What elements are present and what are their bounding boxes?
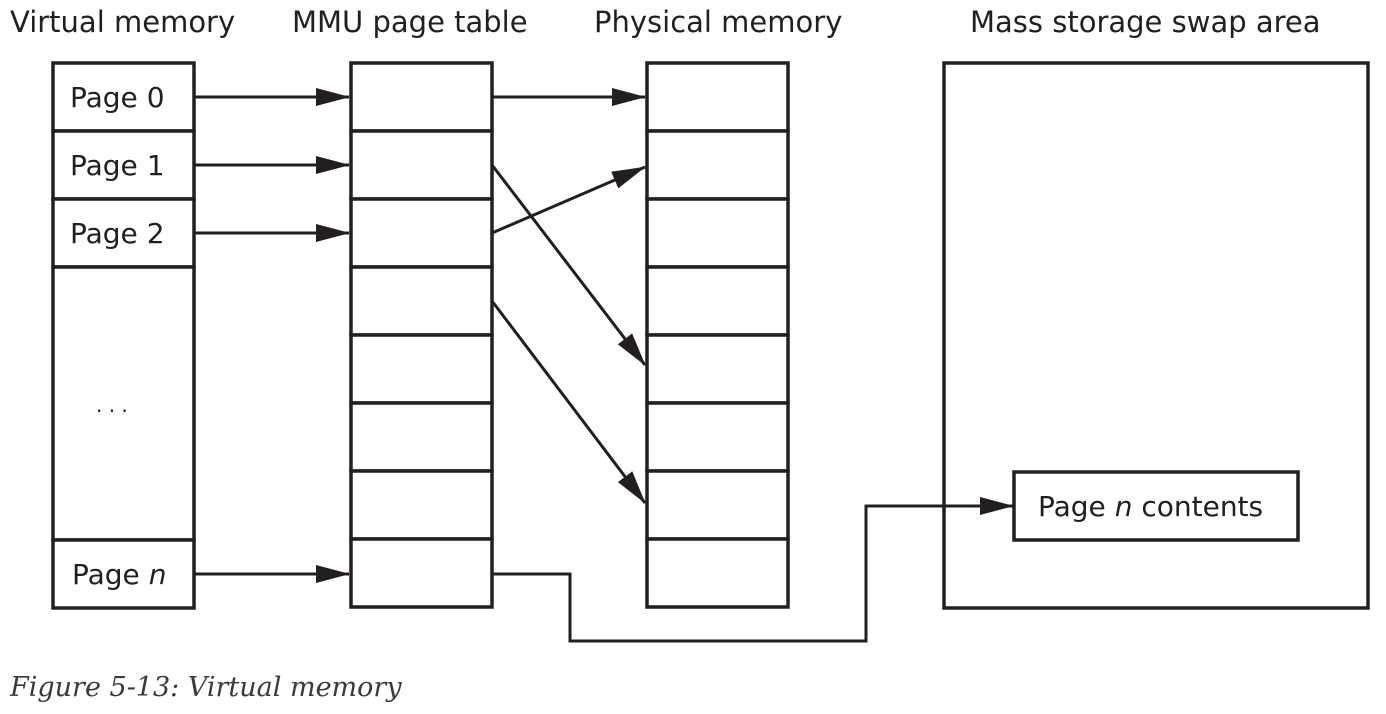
mmu-entry-3	[349, 265, 494, 337]
physical-frame-7	[645, 537, 790, 609]
arrow-mmu1-to-frame4	[490, 164, 647, 366]
mmu-page-table-header: MMU page table	[292, 5, 528, 39]
arrow-mmu3-to-frame6	[490, 300, 647, 504]
mmu-entry-4	[349, 333, 494, 405]
physical-frame-2	[645, 197, 790, 269]
physical-memory-column	[645, 61, 790, 609]
virtual-ellipsis: . . .	[96, 393, 128, 417]
mmu-entry-7	[349, 537, 494, 609]
arrow-mmu7-to-swap-page-n	[492, 497, 1014, 643]
swap-page-n-box	[1012, 470, 1300, 542]
mmu-entry-6	[349, 469, 494, 541]
virtual-page-2-label: Page 2	[70, 217, 165, 250]
physical-memory-header: Physical memory	[594, 5, 842, 39]
mmu-entry-0	[349, 61, 494, 133]
mmu-entry-1	[349, 129, 494, 201]
physical-frame-1	[645, 129, 790, 201]
virtual-page-n-label: Page n	[72, 558, 166, 591]
virtual-memory-column: Page 0 Page 1 Page 2 . . . Page n	[51, 61, 196, 610]
swap-page-n-label: Page n contents	[1038, 490, 1263, 523]
physical-frame-5	[645, 401, 790, 473]
mmu-page-table-column	[349, 61, 494, 609]
virtual-page-1-label: Page 1	[70, 149, 165, 182]
physical-frame-6	[645, 469, 790, 541]
figure-caption: Figure 5-13: Virtual memory	[10, 672, 402, 703]
physical-frame-4	[645, 333, 790, 405]
swap-area-header: Mass storage swap area	[970, 5, 1321, 39]
virtual-page-n-cell	[51, 538, 196, 610]
physical-frame-3	[645, 265, 790, 337]
virtual-page-0-label: Page 0	[70, 81, 165, 114]
arrow-mmu2-to-frame1	[491, 165, 646, 235]
mmu-entry-2	[349, 197, 494, 269]
virtual-memory-header: Virtual memory	[10, 5, 235, 39]
mmu-entry-5	[349, 401, 494, 473]
physical-frame-0	[645, 61, 790, 133]
virtual-ellipsis-cell	[51, 265, 196, 542]
